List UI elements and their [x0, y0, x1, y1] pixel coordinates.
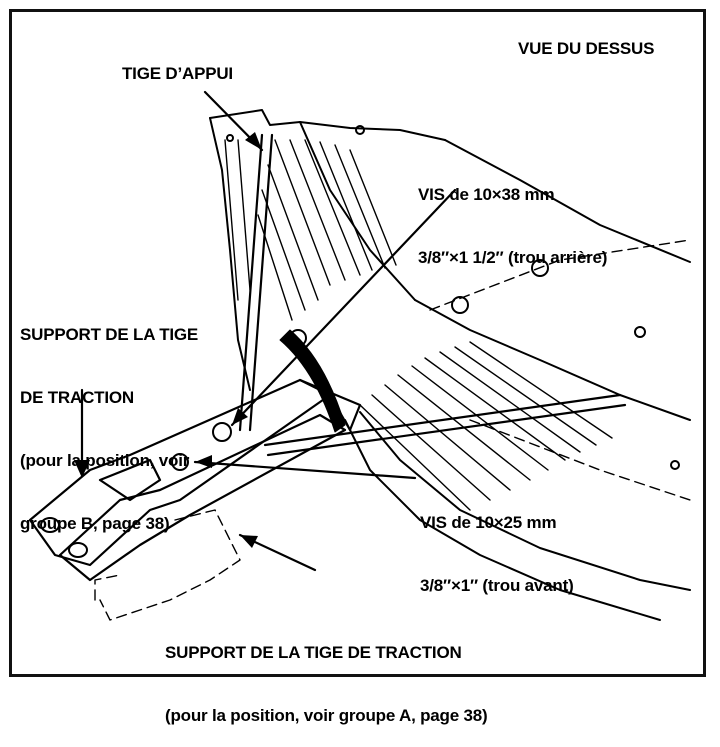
label-vis-arriere: VIS de 10×38 mm 3/8″×1 1/2″ (trou arrièr…	[418, 142, 607, 289]
view-title: VUE DU DESSUS	[518, 39, 655, 58]
bolt-holes	[40, 125, 680, 558]
label-vis-arriere-line2: 3/8″×1 1/2″ (trou arrière)	[418, 248, 608, 267]
hidden-lines	[94, 239, 691, 621]
label-support-b-line2: DE TRACTION	[20, 388, 134, 407]
strap	[279, 329, 346, 433]
label-support-a-line1: SUPPORT DE LA TIGE DE TRACTION	[165, 643, 462, 662]
draft-rod	[263, 393, 627, 457]
label-vis-avant-line1: VIS de 10×25 mm	[420, 513, 557, 532]
arrow-heads	[74, 132, 262, 548]
label-support-a-line2: (pour la position, voir groupe A, page 3…	[165, 706, 488, 725]
mower-deck-illustration	[28, 90, 691, 621]
label-support-a: SUPPORT DE LA TIGE DE TRACTION (pour la …	[165, 600, 488, 747]
label-vis-avant: VIS de 10×25 mm 3/8″×1″ (trou avant)	[420, 470, 574, 617]
deck-outline	[209, 109, 691, 621]
label-support-b-line3: (pour la position, voir	[20, 451, 190, 470]
label-support-b: SUPPORT DE LA TIGE DE TRACTION (pour la …	[20, 282, 198, 555]
diagram-frame	[9, 9, 706, 677]
label-vis-arriere-line1: VIS de 10×38 mm	[418, 185, 555, 204]
push-rod	[238, 133, 274, 432]
label-tige-appui: TIGE D’APPUI	[122, 64, 233, 83]
label-vis-avant-line2: 3/8″×1″ (trou avant)	[420, 576, 574, 595]
label-support-b-line4: groupe B, page 38)	[20, 514, 170, 533]
draft-bracket	[28, 378, 362, 582]
label-support-b-line1: SUPPORT DE LA TIGE	[20, 325, 199, 344]
deck-ribs	[224, 139, 613, 511]
